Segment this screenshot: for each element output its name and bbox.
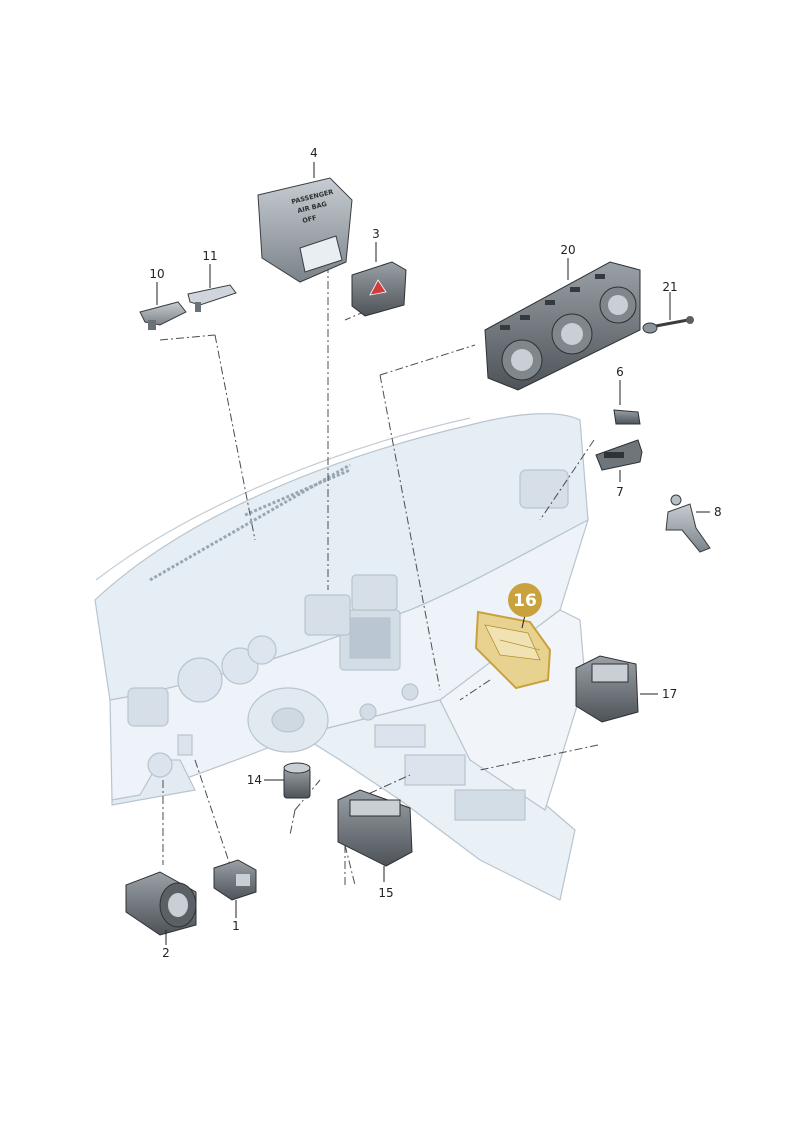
part-1-switch (213, 859, 257, 901)
part-15-switch-block (337, 789, 413, 867)
callout-4: 4 (310, 146, 318, 160)
part-7-usb-socket (595, 439, 643, 471)
part-8-bracket (665, 494, 711, 553)
callout-15: 15 (378, 886, 393, 900)
callout-17: 17 (662, 687, 677, 701)
part-3-hazard-switch (351, 261, 407, 317)
callout-14: 14 (247, 773, 262, 787)
part-2-light-switch (125, 871, 197, 936)
callout-21: 21 (662, 280, 677, 294)
callout-7: 7 (616, 485, 624, 499)
part-10-cover (139, 301, 187, 330)
dashboard (94, 413, 590, 901)
part-6-clip (613, 409, 641, 425)
part-4-airbag-indicator: PASSENGER AIR BAG OFF (257, 177, 353, 283)
callout-6: 6 (616, 365, 624, 379)
part-16-highlighted-switch (474, 610, 552, 690)
callouts: 4 3 20 21 6 7 8 10 11 17 14 15 2 1 16 (149, 146, 721, 960)
part-20-climate-control (484, 261, 641, 391)
part-14-start-button (283, 762, 311, 799)
part-17-switch-module (575, 655, 639, 723)
airbag-label-line3: OFF (302, 214, 318, 225)
callout-3: 3 (372, 227, 380, 241)
callout-8: 8 (714, 505, 722, 519)
callout-10: 10 (149, 267, 164, 281)
callout-16: 16 (513, 591, 537, 611)
callout-16-badge (508, 583, 542, 617)
callout-11: 11 (202, 249, 217, 263)
callout-lines (156, 162, 710, 945)
callout-20: 20 (560, 243, 575, 257)
part-21-sensor (642, 316, 694, 334)
part-11-cover (187, 284, 237, 312)
callout-2: 2 (162, 946, 170, 960)
callout-1: 1 (232, 919, 240, 933)
callout-16-highlight: 16 (508, 583, 542, 617)
